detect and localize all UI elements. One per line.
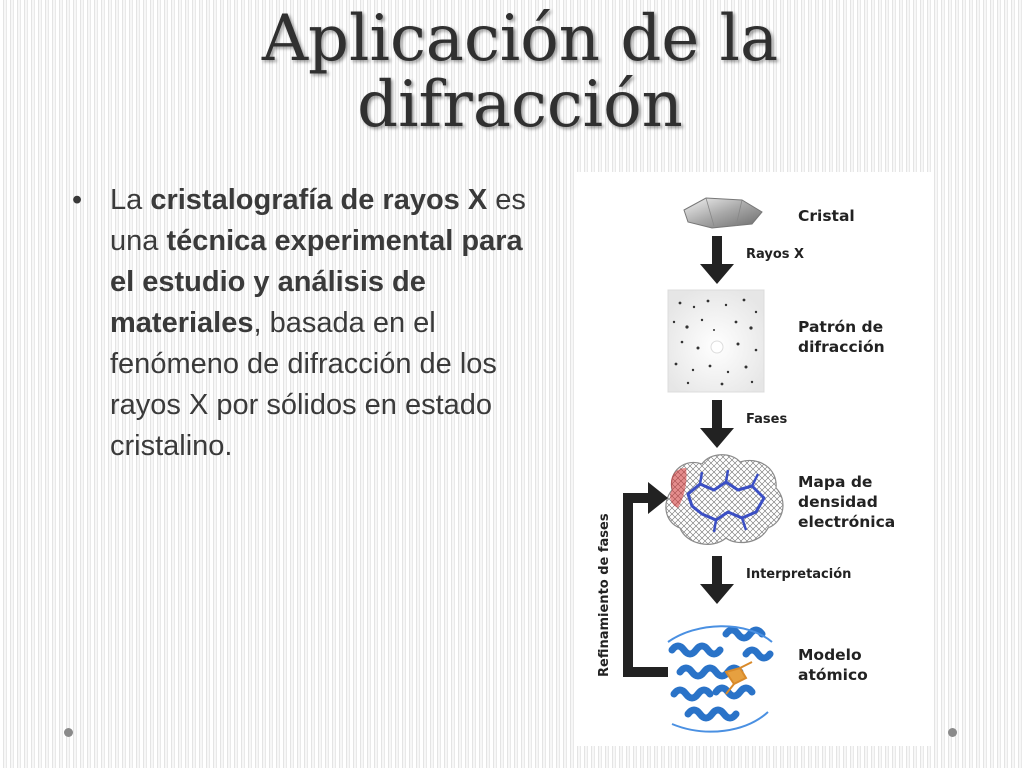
bullet-marker: •: [72, 184, 83, 216]
step-label-density-line1: Mapa de: [798, 473, 872, 491]
crystal-image: [683, 197, 763, 229]
arrow-label-xray: Rayos X: [746, 247, 804, 262]
down-arrow-icon: [700, 236, 734, 284]
crystallography-diagram: Cristal Rayos X Patrón de difracción: [576, 172, 932, 746]
bullet-text: La cristalografía de rayos X es una técn…: [110, 184, 526, 462]
arrow-label-interpretation: Interpretación: [746, 567, 851, 582]
step-label-density-line3: electrónica: [798, 513, 895, 531]
step-label-pattern-line2: difracción: [798, 338, 885, 356]
corner-dot-left: [64, 728, 73, 737]
step-label-model-line2: atómico: [798, 666, 868, 684]
down-arrow-icon: [700, 556, 734, 604]
electron-density-map-image: [665, 454, 784, 545]
down-arrow-icon: [700, 400, 734, 448]
refinement-loop-arrow: [623, 482, 668, 677]
bullet-list: • La cristalografía de rayos X es una té…: [72, 180, 542, 467]
slide-title: Aplicación de la difracción: [261, 2, 779, 142]
atomic-model-image: [667, 625, 774, 733]
text-run-bold: cristalografía de rayos X: [150, 184, 488, 216]
step-label-pattern-line1: Patrón de: [798, 318, 883, 336]
loop-label: Refinamiento de fases: [597, 513, 612, 677]
step-label-density-line2: densidad: [798, 493, 878, 511]
text-run: , basada en el fenómeno de difracción de…: [110, 307, 497, 462]
text-run-bold: técnica experimental para el estudio y a…: [110, 225, 523, 339]
text-run: es una: [110, 184, 526, 257]
step-label-model-line1: Modelo: [798, 646, 862, 664]
arrow-label-phases: Fases: [746, 412, 787, 427]
corner-dot-right: [948, 728, 957, 737]
diffraction-pattern-image: [667, 289, 765, 393]
step-label-crystal: Cristal: [798, 207, 855, 225]
bullet-item: • La cristalografía de rayos X es una té…: [72, 180, 542, 467]
text-run: La: [110, 184, 151, 216]
